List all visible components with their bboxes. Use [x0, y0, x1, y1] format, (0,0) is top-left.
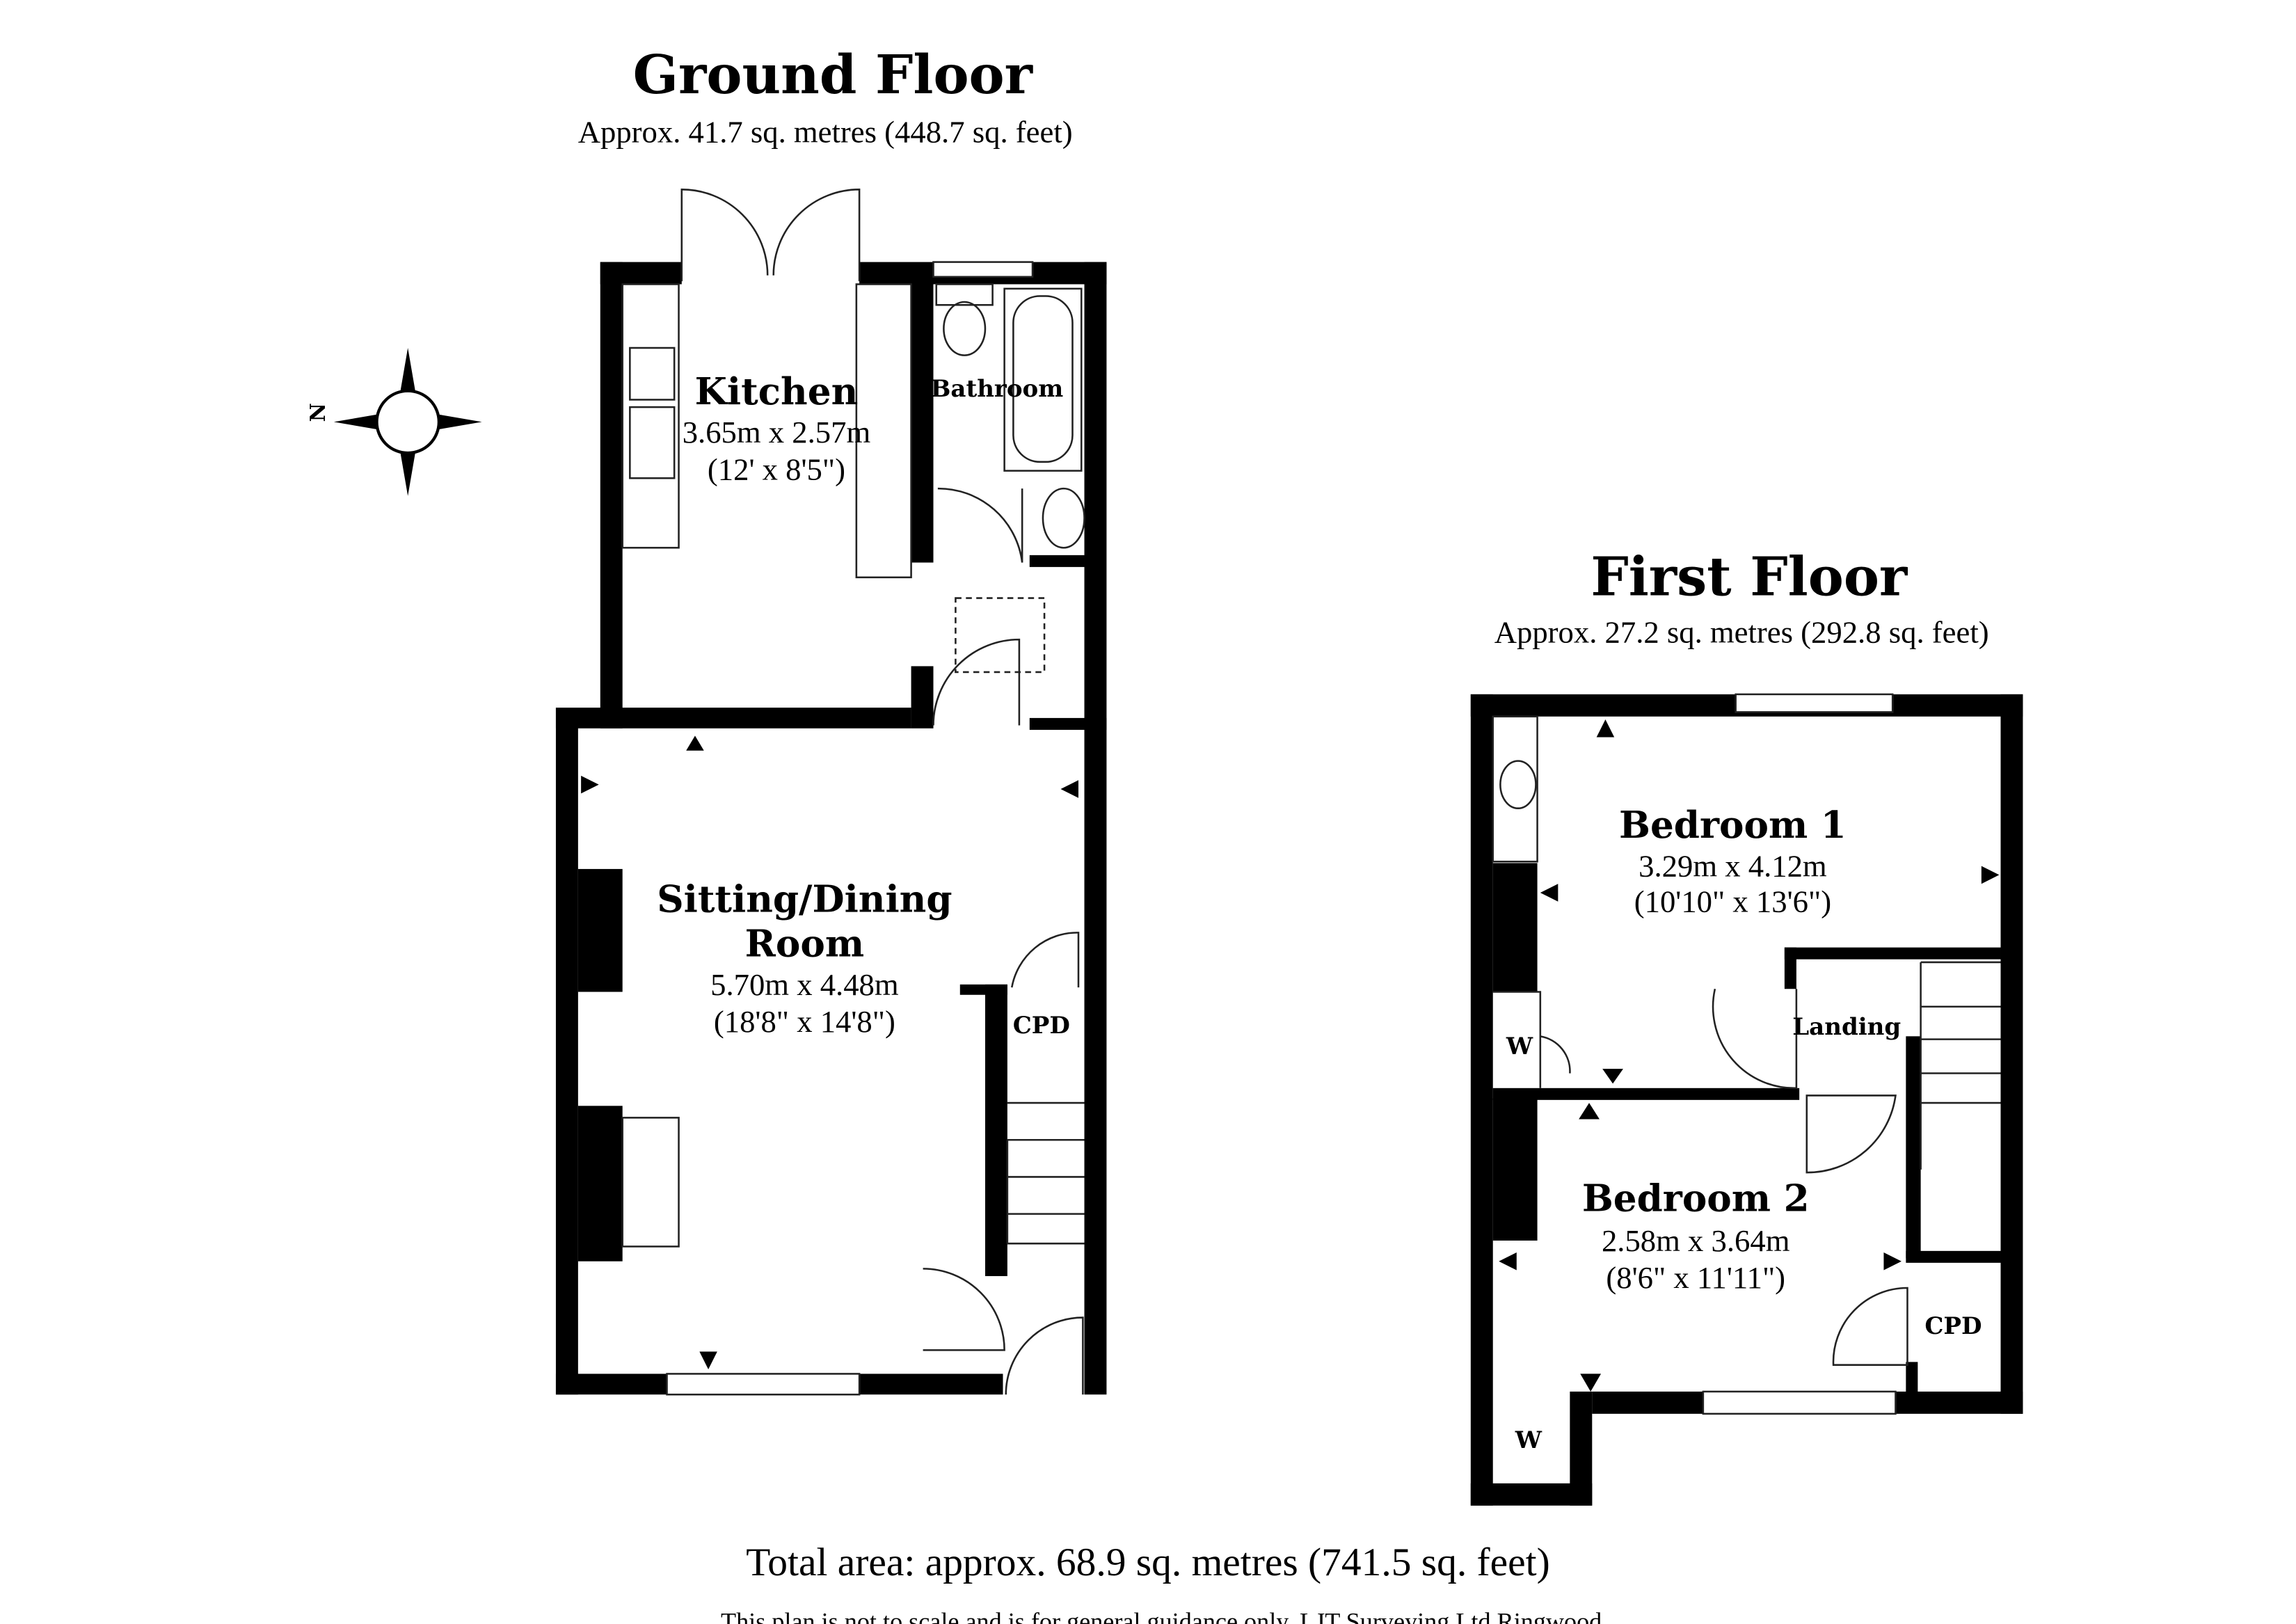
ground-floor-area: Approx. 41.7 sq. metres (448.7 sq. feet)	[578, 114, 1073, 149]
kitchen-imperial: (12' x 8'5")	[708, 452, 845, 486]
compass-icon: N	[306, 347, 482, 496]
first-floor-title: First Floor	[1591, 546, 1908, 608]
ground-cpd-label: CPD	[1013, 1012, 1070, 1040]
bedroom1-metric: 3.29m x 4.12m	[1639, 849, 1827, 884]
first-floor-plan	[1470, 693, 2023, 1506]
total-area: Total area: approx. 68.9 sq. metres (741…	[746, 1541, 1550, 1584]
wardrobe2-label: W	[1515, 1426, 1542, 1454]
kitchen-label: Kitchen	[695, 369, 859, 413]
sitting-room-metric: 5.70m x 4.48m	[710, 967, 899, 1002]
disclaimer: This plan is not to scale and is for gen…	[721, 1608, 1602, 1624]
landing-label: Landing	[1792, 1013, 1901, 1041]
bedroom2-metric: 2.58m x 3.64m	[1602, 1223, 1790, 1258]
ground-floor-plan	[555, 189, 1107, 1396]
bedroom1-imperial: (10'10" x 13'6")	[1634, 884, 1831, 919]
kitchen-metric: 3.65m x 2.57m	[683, 415, 871, 449]
sitting-room-imperial: (18'8" x 14'8")	[714, 1004, 895, 1039]
bedroom1-label: Bedroom 1	[1619, 803, 1847, 847]
sitting-room-label-1: Sitting/Dining	[657, 877, 952, 921]
wardrobe1-label: W	[1506, 1033, 1533, 1060]
first-floor-area: Approx. 27.2 sq. metres (292.8 sq. feet)	[1494, 614, 1989, 649]
ground-floor-title: Ground Floor	[633, 44, 1034, 106]
sitting-room-label-2: Room	[745, 921, 864, 965]
bedroom2-imperial: (8'6" x 11'11")	[1606, 1260, 1785, 1295]
bedroom2-label: Bedroom 2	[1582, 1176, 1810, 1220]
compass-north-label: N	[306, 403, 330, 422]
bathroom-label: Bathroom	[931, 375, 1064, 403]
first-cpd-label: CPD	[1924, 1312, 1982, 1340]
